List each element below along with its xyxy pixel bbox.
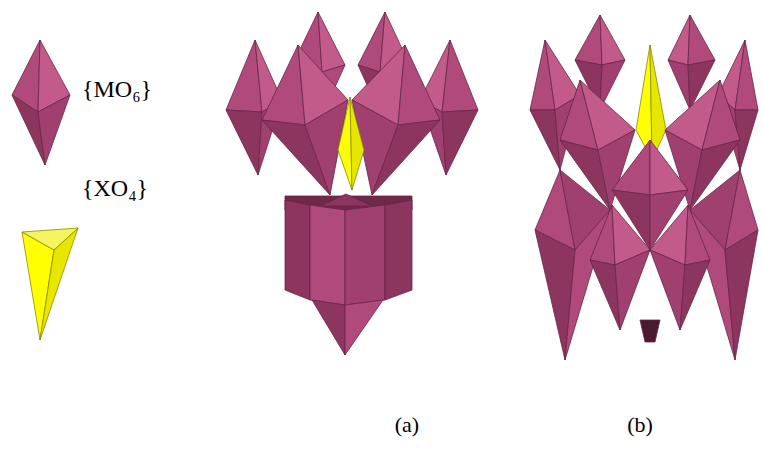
tetrahedron-swatch: [18, 224, 82, 344]
polyhedron-face: [38, 95, 70, 165]
legend-label: {XO₄}: [82, 175, 148, 202]
figure-label: (a): [395, 412, 419, 438]
structure-a: [226, 12, 478, 355]
legend-label: {MO₆}: [82, 76, 152, 103]
figure-label: (b): [627, 412, 653, 438]
octahedron-swatch: [8, 36, 78, 170]
structure-b: [530, 15, 758, 360]
polyhedron-face: [22, 228, 78, 250]
